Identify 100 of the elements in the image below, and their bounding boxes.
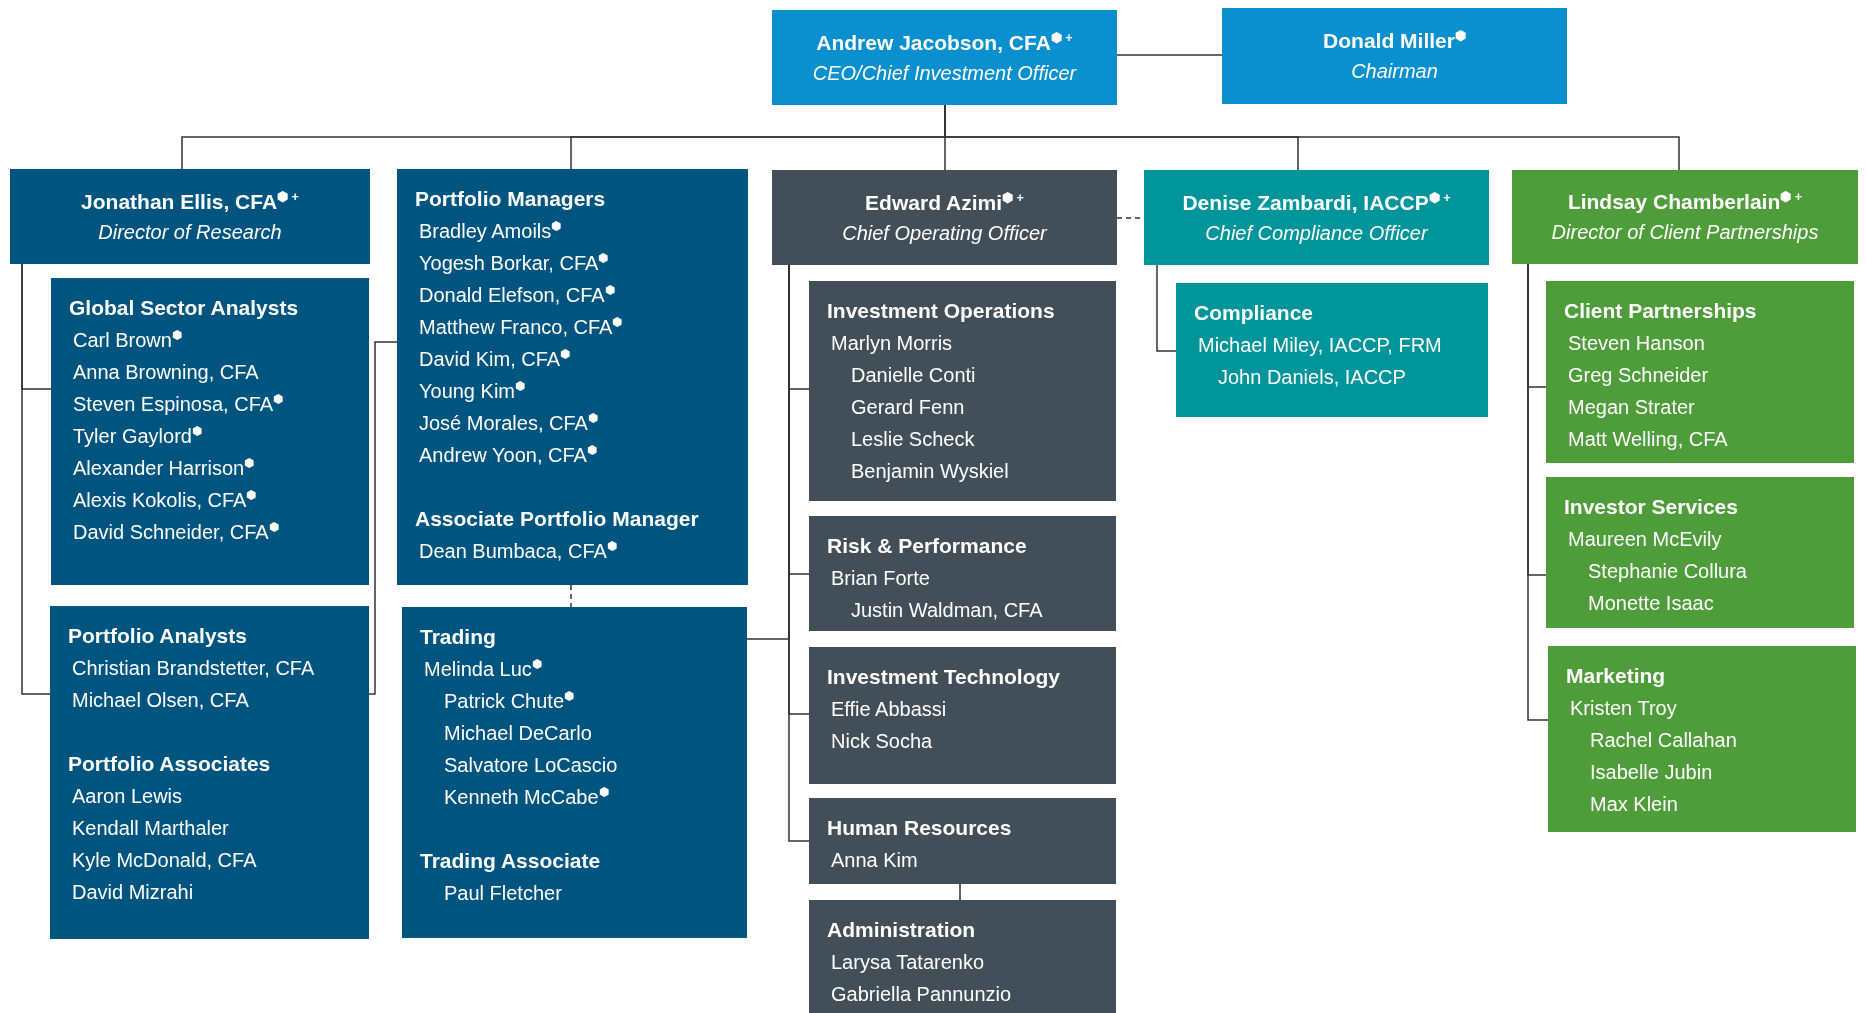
person-name: Tyler Gaylord$^{⬢}$ bbox=[72, 423, 203, 449]
person-name: Matt Welling, CFA bbox=[1567, 427, 1729, 452]
person-name: Aaron Lewis bbox=[71, 784, 184, 809]
person-name: David Kim, CFA$^{⬢}$ bbox=[418, 346, 572, 372]
leader-box bbox=[10, 169, 370, 264]
person-name: Salvatore LoCascio bbox=[443, 753, 619, 778]
team-heading: Risk & Performance bbox=[827, 533, 1028, 559]
person-name: Michael Miley, IACCP, FRM bbox=[1197, 333, 1443, 358]
team-box bbox=[397, 169, 748, 585]
person-name: Greg Schneider bbox=[1567, 363, 1710, 388]
team-box bbox=[809, 798, 1116, 884]
person-name: Effie Abbassi bbox=[830, 697, 948, 722]
team-heading: Trading bbox=[420, 624, 497, 650]
team-heading: Portfolio Associates bbox=[68, 751, 272, 777]
team-box bbox=[809, 516, 1116, 631]
person-name: Lindsay Chamberlain$^{⬢ +}$ bbox=[1567, 189, 1803, 215]
connector-line bbox=[1156, 264, 1177, 352]
person-name: Andrew Jacobson, CFA$^{⬢ +}$ bbox=[816, 29, 1073, 56]
team-box bbox=[809, 647, 1116, 784]
job-title: Chief Operating Officer bbox=[842, 220, 1047, 246]
person-name: Leslie Scheck bbox=[850, 427, 976, 452]
person-name: Max Klein bbox=[1589, 792, 1679, 817]
team-heading: Portfolio Analysts bbox=[68, 623, 248, 649]
team-heading: Marketing bbox=[1566, 663, 1667, 689]
person-name: Isabelle Jubin bbox=[1589, 760, 1714, 785]
person-name: Gabriella Pannunzio bbox=[830, 982, 1013, 1007]
person-name: Patrick Chute$^{⬢}$ bbox=[443, 688, 576, 714]
person-name: Andrew Yoon, CFA$^{⬢}$ bbox=[418, 442, 598, 468]
person-name: Larysa Tatarenko bbox=[830, 950, 986, 975]
person-name: Matthew Franco, CFA$^{⬢}$ bbox=[418, 314, 624, 340]
person-name: José Morales, CFA$^{⬢}$ bbox=[418, 410, 599, 436]
job-title: CEO/Chief Investment Officer bbox=[812, 60, 1077, 86]
person-name: Maureen McEvily bbox=[1567, 527, 1723, 552]
person-name: David Schneider, CFA$^{⬢}$ bbox=[72, 519, 280, 545]
team-heading: Associate Portfolio Manager bbox=[415, 506, 700, 532]
connector-line bbox=[959, 883, 961, 901]
leader-box bbox=[1222, 8, 1567, 104]
person-name: Nick Socha bbox=[830, 729, 934, 754]
person-name: Kendall Marthaler bbox=[71, 816, 230, 841]
person-name: Alexander Harrison$^{⬢}$ bbox=[72, 455, 256, 481]
person-name: Bradley Amoils$^{⬢}$ bbox=[418, 218, 563, 244]
team-box bbox=[51, 278, 369, 585]
person-name: Megan Strater bbox=[1567, 395, 1696, 420]
person-name: David Mizrahi bbox=[71, 880, 195, 905]
person-name: Alexis Kokolis, CFA$^{⬢}$ bbox=[72, 487, 258, 513]
person-name: Carl Brown$^{⬢}$ bbox=[72, 327, 183, 353]
team-heading: Investment Operations bbox=[827, 298, 1056, 324]
person-name: Donald Miller$^{⬢}$ bbox=[1323, 28, 1466, 54]
person-name: Steven Hanson bbox=[1567, 331, 1706, 356]
person-name: Dean Bumbaca, CFA$^{⬢}$ bbox=[418, 538, 618, 564]
team-box bbox=[402, 607, 747, 938]
person-name: Stephanie Collura bbox=[1587, 559, 1748, 584]
person-name: Benjamin Wyskiel bbox=[850, 459, 1010, 484]
connector-line bbox=[1116, 54, 1223, 56]
team-heading: Investment Technology bbox=[827, 664, 1061, 690]
person-name: Kyle McDonald, CFA bbox=[71, 848, 258, 873]
team-box bbox=[1546, 477, 1854, 628]
team-heading: Portfolio Managers bbox=[415, 186, 607, 212]
job-title: Chief Compliance Officer bbox=[1205, 220, 1428, 246]
person-name: Anna Browning, CFA bbox=[72, 360, 260, 385]
person-name: Donald Elefson, CFA$^{⬢}$ bbox=[418, 282, 616, 308]
job-title: Chairman bbox=[1351, 59, 1438, 84]
team-box bbox=[809, 900, 1116, 1013]
person-name: Marlyn Morris bbox=[830, 331, 954, 356]
connector-line bbox=[368, 341, 398, 695]
person-name: Kristen Troy bbox=[1569, 696, 1678, 721]
team-box bbox=[50, 606, 369, 939]
team-heading: Client Partnerships bbox=[1564, 298, 1758, 324]
person-name: Kenneth McCabe$^{⬢}$ bbox=[443, 784, 610, 810]
person-name: Monette Isaac bbox=[1587, 591, 1715, 616]
person-name: Edward Azimi$^{⬢ +}$ bbox=[865, 189, 1024, 216]
team-box bbox=[1546, 281, 1854, 463]
leader-box bbox=[772, 10, 1117, 105]
team-box bbox=[1176, 283, 1488, 417]
person-name: Danielle Conti bbox=[850, 363, 977, 388]
job-title: Director of Research bbox=[98, 219, 282, 245]
team-heading: Human Resources bbox=[827, 815, 1013, 841]
leader-box bbox=[1512, 170, 1858, 264]
person-name: Gerard Fenn bbox=[850, 395, 966, 420]
team-box bbox=[1548, 646, 1856, 832]
job-title: Director of Client Partnerships bbox=[1551, 220, 1819, 245]
leader-box bbox=[772, 170, 1117, 265]
team-heading: Compliance bbox=[1194, 300, 1315, 326]
person-name: Brian Forte bbox=[830, 566, 931, 591]
team-heading: Investor Services bbox=[1564, 494, 1739, 520]
team-heading: Global Sector Analysts bbox=[69, 295, 300, 321]
team-heading: Administration bbox=[827, 917, 977, 943]
connector-line bbox=[21, 263, 51, 695]
leader-box bbox=[1144, 170, 1489, 265]
person-name: Young Kim$^{⬢}$ bbox=[418, 378, 526, 404]
person-name: Steven Espinosa, CFA$^{⬢}$ bbox=[72, 391, 285, 417]
person-name: Yogesh Borkar, CFA$^{⬢}$ bbox=[418, 250, 610, 276]
person-name: Jonathan Ellis, CFA$^{⬢ +}$ bbox=[81, 188, 299, 215]
person-name: Rachel Callahan bbox=[1589, 728, 1738, 753]
person-name: Denise Zambardi, IACCP$^{⬢ +}$ bbox=[1182, 189, 1451, 216]
connector-line bbox=[1527, 263, 1549, 721]
connector-line bbox=[570, 584, 572, 608]
person-name: Melinda Luc$^{⬢}$ bbox=[423, 656, 543, 682]
person-name: Justin Waldman, CFA bbox=[850, 598, 1044, 623]
person-name: Michael Olsen, CFA bbox=[71, 688, 250, 713]
